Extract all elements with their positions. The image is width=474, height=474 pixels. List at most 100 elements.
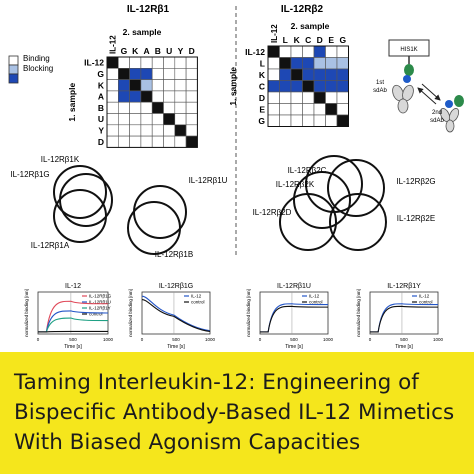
beta2-cell <box>267 103 280 116</box>
beta1-circle-a <box>53 189 107 243</box>
beta2-venn-label-e: IL-12Rβ2E <box>397 214 435 223</box>
sensorgram-xlabel: Time [s] <box>167 344 185 350</box>
beta1-cell <box>106 90 119 103</box>
beta1-row-label: IL-12 <box>84 58 104 68</box>
beta2-cell <box>267 91 280 104</box>
beta1-cell <box>140 79 153 92</box>
beta1-venn-label-k: IL-12Rβ1K <box>41 155 80 164</box>
beta2-cell <box>290 68 303 81</box>
beta2-epitope-circles: IL-12Rβ2C IL-12Rβ2K IL-12Rβ2D IL-12Rβ2G … <box>253 155 436 251</box>
beta1-cell <box>185 68 198 80</box>
beta2-circle-g <box>327 159 385 217</box>
legend-swatch <box>8 55 19 66</box>
beta1-cell <box>163 113 176 126</box>
beta2-row-axis-title: 1. sample <box>228 67 238 106</box>
banner-title-line: With Biased Agonism Capacities <box>14 430 361 455</box>
legend-swatch <box>8 73 19 84</box>
sensorgram-curve <box>260 305 329 333</box>
sensor-chip-label: HIS1K <box>400 47 417 53</box>
sensorgram-xtick: 500 <box>400 337 408 342</box>
beta2-cell <box>279 91 292 104</box>
beta1-cell <box>140 101 153 114</box>
beta1-cell <box>163 124 176 137</box>
beta2-cell <box>302 57 315 70</box>
beta2-cell <box>267 45 280 58</box>
sensorgram-legend-label: control <box>419 300 433 305</box>
beta1-cell <box>151 56 164 69</box>
first-sdab-label-line1: 1st <box>376 80 384 86</box>
beta2-cell <box>313 57 326 70</box>
beta1-row-label: Y <box>98 125 104 135</box>
beta2-circle-k <box>293 171 351 229</box>
beta1-cell <box>140 68 153 80</box>
beta1-cell <box>118 101 130 114</box>
beta2-cell <box>325 103 338 116</box>
beta1-cell <box>118 124 130 137</box>
sensorgram-legend-label: IL-12 <box>419 294 430 299</box>
sensorgram-legend-label: IL-12Rβ1G <box>89 294 112 299</box>
beta2-cell <box>290 45 303 58</box>
beta1-cell <box>118 56 130 69</box>
beta2-cell <box>290 103 303 116</box>
beta1-cell <box>174 79 187 92</box>
beta1-cell <box>140 90 153 103</box>
beta2-cell <box>302 45 315 58</box>
beta2-row-label: IL-12 <box>245 47 265 57</box>
beta1-cell <box>118 135 130 148</box>
beta2-venn-label-d: IL-12Rβ2D <box>253 208 292 217</box>
sensorgram-curve <box>260 303 329 333</box>
beta1-cell <box>118 90 130 103</box>
beta1-cell <box>174 135 187 148</box>
beta1-venn-label-a: IL-12Rβ1A <box>31 241 70 250</box>
sensorgram-legend-label: control <box>309 300 323 305</box>
beta2-cell <box>313 103 326 116</box>
beta1-cell <box>163 79 176 92</box>
sensorgram-ylabel: normalized binding [nm] <box>246 289 251 337</box>
sensorgram-title: IL-12 <box>65 283 81 290</box>
beta1-cell <box>118 113 130 126</box>
beta1-cell <box>151 90 164 103</box>
beta2-cell <box>313 45 326 58</box>
first-sdab-icon <box>392 84 414 114</box>
beta1-cell <box>151 68 164 80</box>
legend-label: Blocking <box>23 64 53 73</box>
beta2-venn-label-k: IL-12Rβ2K <box>276 180 315 189</box>
beta1-col-label: K <box>132 46 139 56</box>
beta1-cell <box>174 68 187 80</box>
beta1-row-axis-title: 1. sample <box>67 83 77 122</box>
beta2-col-label: E <box>328 35 334 45</box>
sensorgram-title: IL-12Rβ1G <box>159 283 193 290</box>
sensorgram-xlabel: Time [s] <box>64 344 82 350</box>
beta2-cell <box>336 80 349 93</box>
beta2-cell <box>336 91 349 104</box>
beta1-cell <box>185 56 198 69</box>
beta2-venn-label-g: IL-12Rβ2G <box>396 177 435 186</box>
beta2-cell <box>313 68 326 81</box>
beta1-col-axis-title: 2. sample <box>123 27 162 37</box>
second-sdab-label-line1: 2nd <box>432 110 442 116</box>
beta1-col-label: U <box>166 46 172 56</box>
beta2-cell <box>302 114 315 127</box>
beta1-cell <box>118 68 130 80</box>
beta2-cell <box>267 80 280 93</box>
beta1-col-label: Y <box>178 46 184 56</box>
sensorgram-ylabel: normalized binding [nm] <box>128 289 133 337</box>
beta1-cell <box>140 135 153 148</box>
sensorgram-frame <box>259 291 329 335</box>
beta1-cell <box>140 56 153 69</box>
beta1-venn-label-u: IL-12Rβ1U <box>189 176 228 185</box>
sensorgram-xtick: 500 <box>172 337 180 342</box>
beta1-col-label: A <box>143 46 149 56</box>
sensorgram-xtick: 500 <box>290 337 298 342</box>
beta1-row-label: G <box>97 69 104 79</box>
beta2-cell <box>336 68 349 81</box>
beta2-cell <box>336 57 349 70</box>
beta1-circle-b <box>127 201 181 255</box>
sensorgram-ylabel: normalized binding [nm] <box>24 289 29 337</box>
beta1-venn-label-g: IL-12Rβ1G <box>10 170 49 179</box>
beta1-cell <box>163 56 176 69</box>
first-sdab-label-line2: sdAb <box>373 88 387 94</box>
